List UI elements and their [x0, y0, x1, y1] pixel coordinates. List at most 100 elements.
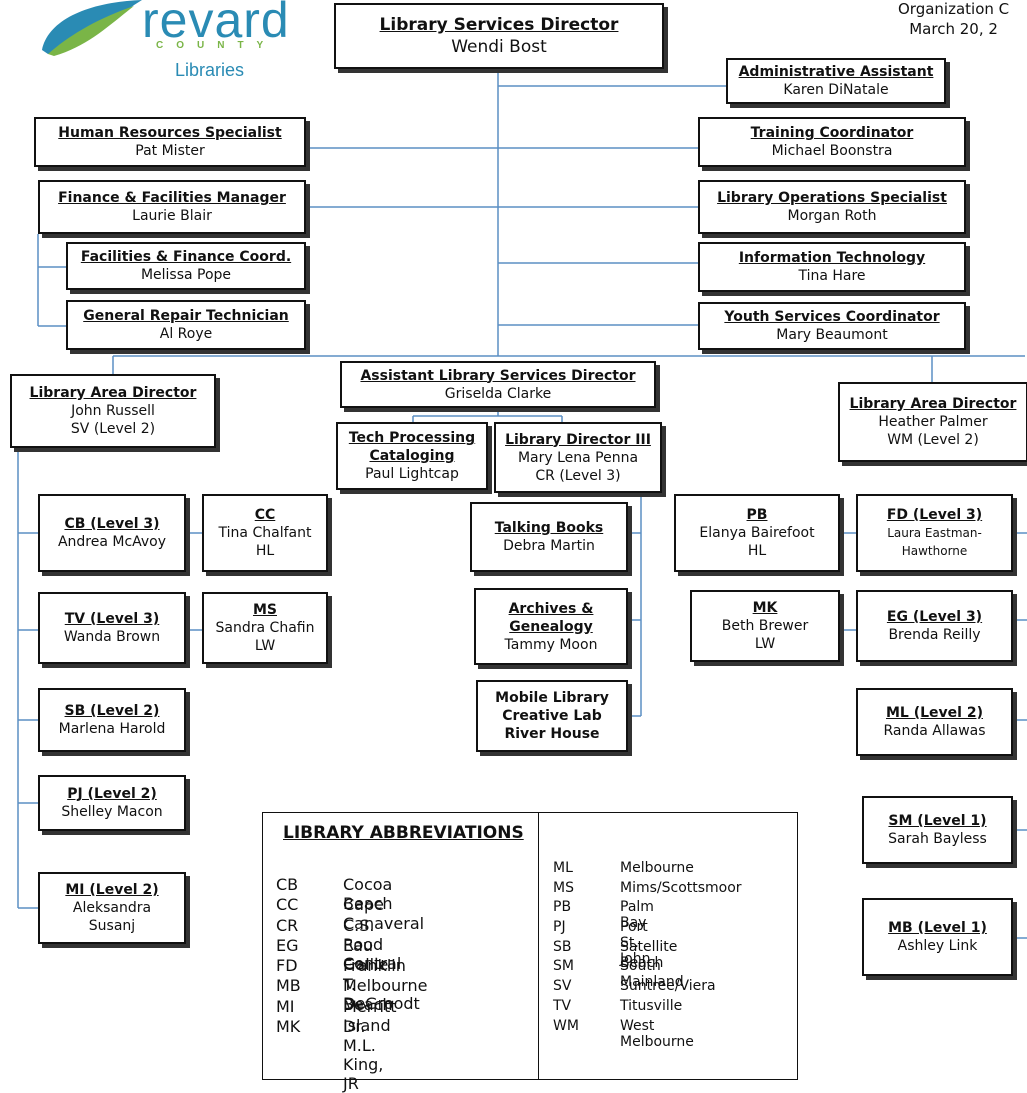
node-name: Wanda Brown [63, 629, 161, 645]
node-title: MB (Level 1) [888, 920, 987, 936]
node-title: EG (Level 3) [886, 609, 983, 625]
node-name: Laurie Blair [132, 208, 212, 224]
abbreviation-code: EG [276, 935, 299, 955]
node-name: Wendi Bost [451, 37, 547, 57]
node-name: Mary Lena Penna [517, 449, 639, 466]
node-note: HL [255, 543, 275, 559]
node-cc: CC Tina Chalfant HL [202, 494, 328, 572]
node-name: Paul Lightcap [365, 466, 459, 482]
node-name: Shelley Macon [61, 804, 163, 820]
node-mobile-library: Mobile Library Creative Lab River House [476, 680, 628, 752]
node-title: SM (Level 1) [888, 813, 987, 829]
node-name: Sandra Chafin [215, 620, 315, 636]
node-name: Ashley Link [897, 938, 978, 954]
node-title: Finance & Facilities Manager [58, 190, 286, 206]
node-title: Library Area Director [29, 385, 197, 401]
abbreviation-name: Eau Gallie [343, 935, 389, 974]
node-name: Randa Allawas [883, 723, 986, 739]
node-title: PJ (Level 2) [67, 786, 157, 802]
node-title: General Repair Technician [83, 308, 289, 324]
node-title: Library Director III [505, 431, 651, 448]
node-name: Sarah Bayless [888, 831, 987, 847]
table-divider [538, 813, 539, 1079]
abbreviation-code: SM [553, 958, 574, 975]
node-information-technology: Information Technology Tina Hare [698, 242, 966, 292]
node-title: MS [252, 602, 277, 618]
node-name: Heather Palmer [878, 414, 988, 430]
node-name: Elanya Bairefoot [699, 525, 815, 541]
abbreviation-name: Melbourne [620, 860, 694, 876]
node-title: ML (Level 2) [886, 705, 983, 721]
abbreviation-name: Merritt Island [343, 996, 397, 1035]
document-title: Organization C March 20, 2 [898, 0, 1009, 39]
node-library-area-director-right: Library Area Director Heather Palmer WM … [838, 382, 1027, 462]
node-fd: FD (Level 3) Laura Eastman- Hawthorne [856, 494, 1013, 572]
node-level: CR (Level 3) [535, 467, 621, 484]
node-eg: EG (Level 3) Brenda Reilly [856, 590, 1013, 662]
abbreviation-code: WM [553, 1017, 579, 1034]
node-line-1: Mobile Library [495, 690, 609, 706]
node-level: WM (Level 2) [887, 432, 979, 448]
node-name: Laura Eastman- [887, 526, 982, 540]
node-ml: ML (Level 2) Randa Allawas [856, 688, 1013, 756]
node-library-services-director: Library Services Director Wendi Bost [334, 3, 664, 69]
node-title: Human Resources Specialist [58, 125, 282, 141]
abbreviations-heading: LIBRARY ABBREVIATIONS [283, 823, 524, 843]
abbreviation-name: Palm Bay [620, 899, 654, 932]
node-pj: PJ (Level 2) Shelley Macon [38, 775, 186, 831]
node-name: Michael Boonstra [771, 143, 893, 159]
node-name: Morgan Roth [787, 208, 877, 224]
abbreviation-code: ML [553, 860, 573, 876]
abbreviation-code: MB [276, 976, 301, 996]
node-title: Tech Processing [348, 430, 476, 446]
node-name: Andrea McAvoy [57, 534, 167, 550]
node-title: TV (Level 3) [64, 611, 160, 627]
node-line-3: River House [504, 726, 600, 742]
node-title-2: Cataloging [369, 448, 455, 464]
abbreviation-code: MI [276, 996, 295, 1016]
abbreviation-name: Titusville [620, 997, 683, 1014]
node-library-director-iii: Library Director III Mary Lena Penna CR … [494, 422, 662, 493]
abbreviation-name: Port St. John [620, 919, 651, 968]
node-name-2: Hawthorne [901, 544, 968, 558]
node-note: HL [747, 543, 767, 559]
abbreviation-code: CR [276, 915, 299, 935]
node-archives-genealogy: Archives & Genealogy Tammy Moon [474, 588, 628, 665]
node-level: SV (Level 2) [70, 421, 156, 437]
node-name: Debra Martin [503, 538, 595, 554]
node-note: LW [254, 638, 276, 654]
node-tv: TV (Level 3) Wanda Brown [38, 592, 186, 664]
abbreviation-name: Cocoa Beach [343, 875, 393, 913]
node-name: Marlena Harold [58, 721, 166, 737]
node-note: LW [754, 636, 776, 652]
node-name: Beth Brewer [721, 618, 809, 634]
node-training-coordinator: Training Coordinator Michael Boonstra [698, 117, 966, 167]
node-sb: SB (Level 2) Marlena Harold [38, 688, 186, 752]
node-title: Library Services Director [379, 15, 619, 35]
node-title: MI (Level 2) [65, 882, 159, 898]
node-title: PB [746, 507, 768, 523]
node-title: CB (Level 3) [64, 516, 160, 532]
abbreviation-code: SB [553, 938, 572, 955]
abbreviation-name: Mims/Scottsmoor [620, 879, 742, 896]
node-title: Library Area Director [849, 396, 1017, 412]
abbreviation-code: FD [276, 956, 298, 976]
node-mk: MK Beth Brewer LW [690, 590, 840, 662]
abbreviation-name: C.S. Rood Central [343, 915, 402, 973]
node-cb: CB (Level 3) Andrea McAvoy [38, 494, 186, 572]
abbreviation-name: West Melbourne [620, 1017, 694, 1050]
node-title: MK [752, 600, 778, 616]
abbreviation-code: CB [276, 875, 299, 894]
node-line-2: Creative Lab [502, 708, 602, 724]
node-administrative-assistant: Administrative Assistant Karen DiNatale [726, 58, 946, 104]
node-title: Facilities & Finance Coord. [80, 249, 292, 265]
node-facilities-finance-coord: Facilities & Finance Coord. Melissa Pope [66, 242, 306, 290]
document-heading: Organization C [898, 0, 1010, 18]
node-name: Melissa Pope [140, 267, 232, 283]
node-library-operations-specialist: Library Operations Specialist Morgan Rot… [698, 180, 966, 234]
abbreviation-code: PB [553, 899, 572, 916]
abbreviation-name: Cape Canaveral [343, 895, 425, 934]
logo-wordmark: revard [142, 0, 290, 48]
abbreviation-code: MS [553, 879, 574, 896]
